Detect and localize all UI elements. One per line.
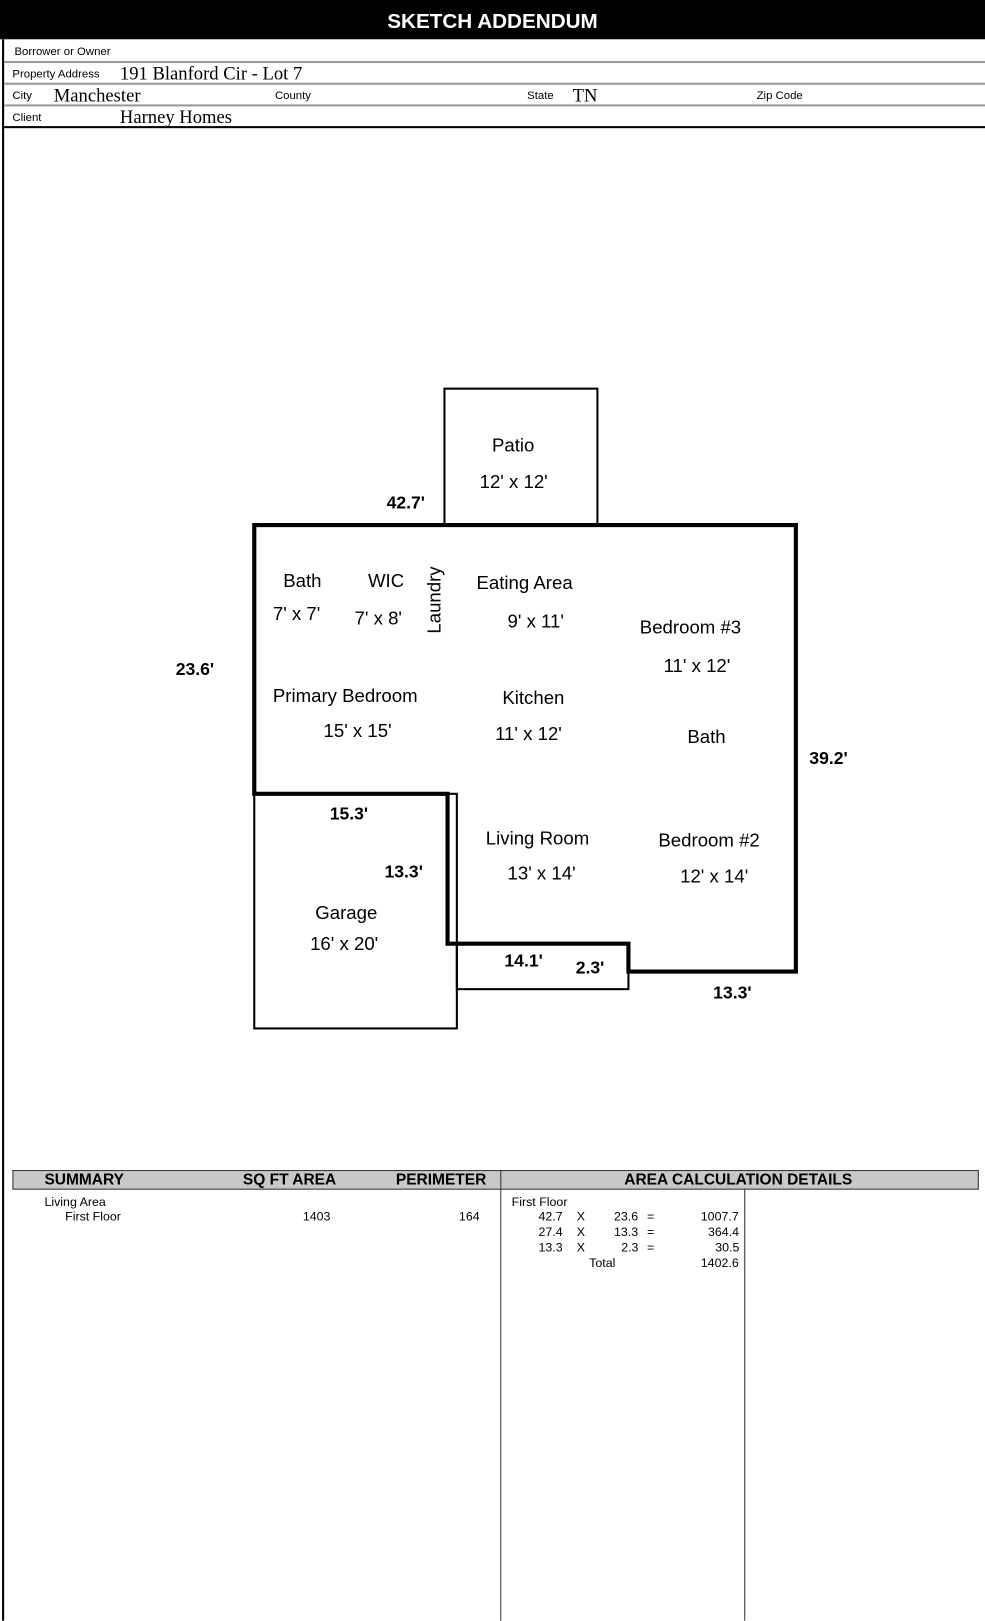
address-row: Property Address 191 Blanford Cir - Lot … [4, 63, 985, 85]
perimeter-value: 164 [458, 1209, 480, 1224]
dimension-label: 2.3' [575, 958, 605, 978]
calc-op: X [576, 1209, 586, 1224]
dimension-label: 39.2' [809, 748, 848, 768]
room-size: 15' x 15' [323, 720, 392, 742]
living-area-outline [252, 523, 798, 974]
calc-eq: = [647, 1240, 655, 1255]
calc-eq: = [647, 1224, 655, 1240]
calc-b: 2.3 [621, 1240, 639, 1255]
state-label: State [527, 89, 554, 103]
calc-b: 13.3 [613, 1224, 639, 1240]
calc-result: 30.5 [715, 1240, 740, 1255]
dimension-label: 13.3' [713, 982, 752, 1003]
room-size: 13' x 14' [507, 863, 576, 884]
room-size: 12' x 12' [479, 471, 548, 492]
calc-a: 13.3 [538, 1240, 563, 1255]
calc-result: 364.4 [708, 1224, 740, 1240]
room-size: 7' x 8' [354, 607, 402, 629]
calc-op: X [576, 1240, 586, 1255]
dimension-label: 23.6' [175, 659, 215, 680]
column-divider [744, 1188, 746, 1621]
city-value: Manchester [53, 84, 141, 106]
room-size: 16' x 20' [310, 933, 379, 955]
county-label: County [274, 89, 311, 103]
city-row: City Manchester County State TN Zip Code [4, 85, 985, 107]
client-value: Harney Homes [119, 106, 233, 128]
room-size: 11' x 12' [495, 723, 562, 745]
sqft-value: 1403 [302, 1209, 331, 1224]
page-title: SKETCH ADDENDUM [0, 0, 985, 40]
room-size: 12' x 14' [680, 866, 749, 887]
calc-result: 1007.7 [700, 1209, 739, 1224]
state-value: TN [572, 84, 598, 106]
summary-header-bar [12, 1170, 979, 1190]
room-name: Bath [283, 570, 322, 592]
calc-eq: = [647, 1209, 655, 1224]
page-frame [2, 39, 985, 1621]
room-name: Kitchen [502, 687, 565, 709]
room-name: Bedroom #3 [639, 617, 742, 638]
first-floor-label: First Floor [65, 1209, 121, 1224]
room-name: Eating Area [476, 572, 573, 594]
calc-a: 42.7 [538, 1209, 563, 1224]
room-name: Living Room [485, 827, 590, 849]
calc-a: 27.4 [538, 1224, 563, 1240]
room-name: Primary Bedroom [272, 685, 418, 706]
room-size: 9' x 11' [507, 610, 564, 632]
room-name: Garage [315, 902, 378, 924]
total-value: 1402.6 [700, 1255, 739, 1271]
calc-op: X [576, 1224, 586, 1240]
room-size: 7' x 7' [272, 603, 321, 625]
summary-header: SUMMARY [44, 1171, 124, 1189]
client-row: Client Harney Homes [4, 106, 985, 129]
address-label: Property Address [12, 68, 100, 81]
dimension-label: 14.1' [504, 950, 543, 971]
column-divider [500, 1170, 502, 1621]
dimension-label: 15.3' [329, 804, 369, 824]
borrower-row: Borrower or Owner [4, 39, 985, 64]
details-floor-label: First Floor [511, 1194, 568, 1210]
room-name: Bath [687, 726, 726, 748]
address-value: 191 Blanford Cir - Lot 7 [119, 63, 303, 84]
total-label: Total [589, 1255, 616, 1271]
room-size: 11' x 12' [663, 655, 731, 676]
dimension-label: 13.3' [384, 862, 423, 882]
living-area-label: Living Area [44, 1194, 106, 1210]
area-calc-header: AREA CALCULATION DETAILS [624, 1171, 853, 1189]
room-name: Patio [491, 435, 535, 456]
room-name: WIC [367, 570, 405, 592]
perimeter-header: PERIMETER [395, 1171, 487, 1189]
borrower-label: Borrower or Owner [14, 45, 111, 58]
room-name: Laundry [423, 566, 445, 634]
city-label: City [12, 89, 32, 103]
zip-label: Zip Code [756, 89, 803, 103]
room-name: Bedroom #2 [658, 829, 760, 851]
calc-b: 23.6 [613, 1209, 639, 1224]
dimension-label: 42.7' [386, 493, 425, 513]
sqft-header: SQ FT AREA [242, 1171, 337, 1189]
client-label: Client [12, 111, 42, 125]
